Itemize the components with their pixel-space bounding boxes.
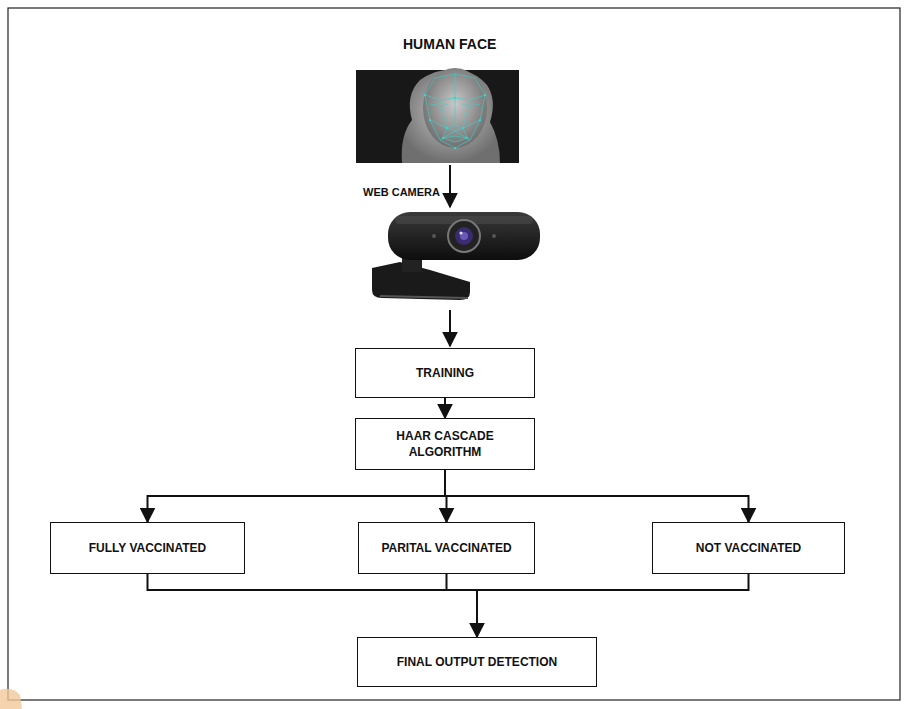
flow-arrow <box>148 574 478 637</box>
box-text: NOT VACCINATED <box>696 540 802 556</box>
process-box: TRAINING <box>355 348 535 398</box>
process-box: FULLY VACCINATED <box>50 522 245 574</box>
diagram-title: HUMAN FACE <box>403 36 496 52</box>
process-box: PARITAL VACCINATED <box>358 522 535 574</box>
flow-arrow <box>148 470 446 522</box>
box-text: PARITAL VACCINATED <box>381 540 511 556</box>
flow-arrow <box>444 398 446 418</box>
process-box: FINAL OUTPUT DETECTION <box>357 637 597 687</box>
box-text: FINAL OUTPUT DETECTION <box>397 654 557 670</box>
flow-arrow <box>445 470 749 522</box>
image-label: WEB CAMERA <box>363 186 440 198</box>
flow-arrow <box>477 574 749 637</box>
process-box: NOT VACCINATED <box>652 522 845 574</box>
process-box: HAAR CASCADE ALGORITHM <box>355 418 535 470</box>
flow-arrow <box>447 574 478 637</box>
box-text: FULLY VACCINATED <box>89 540 207 556</box>
box-text: HAAR CASCADE ALGORITHM <box>366 428 524 460</box>
box-text: TRAINING <box>416 365 474 381</box>
